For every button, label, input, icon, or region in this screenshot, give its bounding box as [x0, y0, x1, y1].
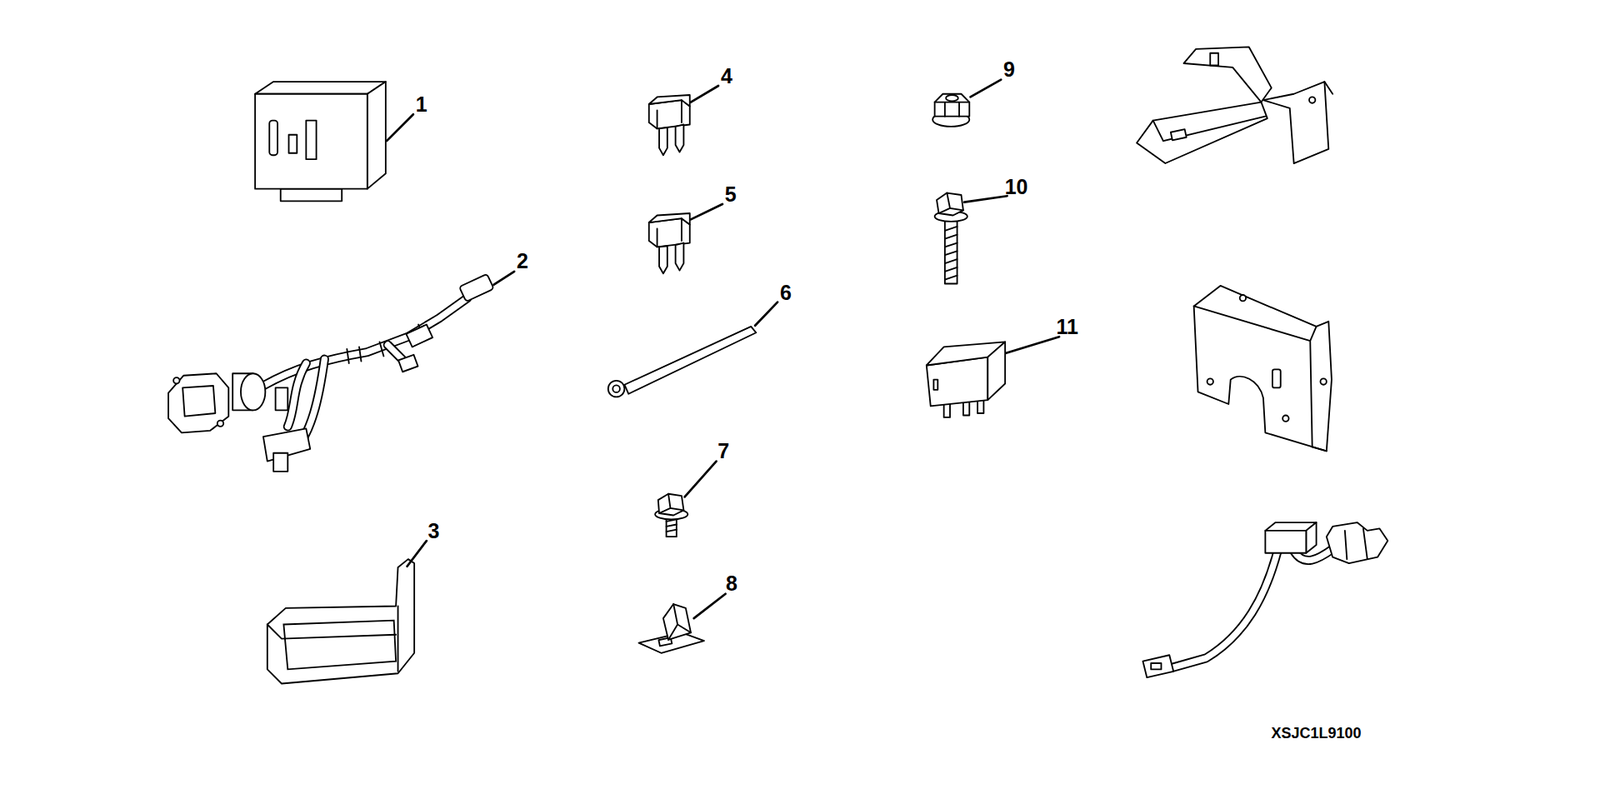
cover-tray: [267, 540, 427, 684]
callout-number: 1: [415, 93, 428, 115]
callout-number: 10: [1005, 176, 1029, 198]
fuse: [649, 204, 723, 274]
callout-number: 7: [717, 440, 730, 462]
figure-code: XSJC1L9100: [1271, 725, 1362, 741]
bolt: [935, 193, 1008, 285]
callout-number: 2: [516, 250, 529, 272]
bolt: [655, 461, 716, 538]
fuse: [649, 85, 719, 155]
control-unit: [255, 81, 414, 201]
callout-number: 3: [427, 520, 440, 541]
callout-number: 6: [780, 282, 792, 304]
callout-number: 9: [1003, 59, 1015, 80]
mounting-bracket: [1194, 285, 1332, 451]
mounting-bracket: [1136, 46, 1333, 164]
relay: [926, 336, 1060, 418]
callout-number: 4: [720, 65, 733, 86]
flange-nut: [932, 80, 1001, 127]
sub-harness: [1142, 522, 1388, 678]
callout-number: 11: [1056, 315, 1079, 337]
callout-number: 8: [725, 573, 738, 595]
cable-tie: [608, 302, 778, 398]
trailer-harness: [168, 271, 515, 472]
callout-number: 5: [725, 183, 737, 205]
clip: [639, 594, 726, 654]
